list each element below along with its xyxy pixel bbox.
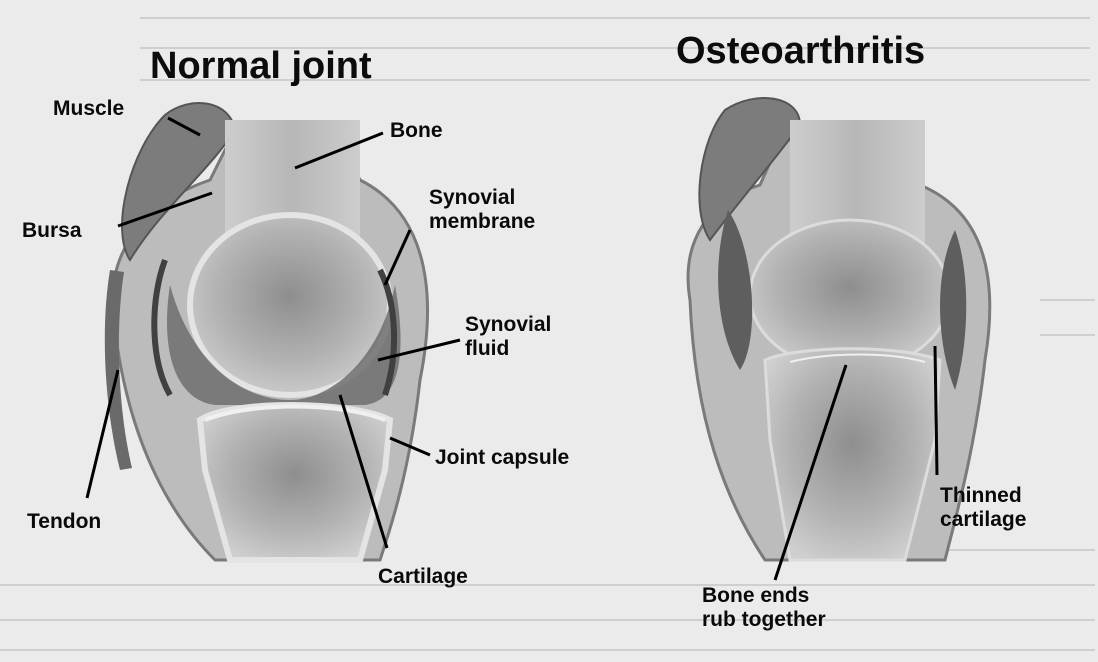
label-bone: Bone <box>390 119 443 143</box>
label-bone-ends-line1: Bone ends <box>702 584 826 608</box>
label-bursa: Bursa <box>22 219 82 243</box>
label-synovial-membrane: Synovial membrane <box>429 186 535 234</box>
label-synovial-membrane-line1: Synovial <box>429 186 535 210</box>
thinned-cartilage-leader <box>935 346 937 475</box>
label-muscle: Muscle <box>53 97 124 121</box>
label-joint-capsule: Joint capsule <box>435 446 569 470</box>
label-thinned-cartilage-line2: cartilage <box>940 508 1026 532</box>
osteoarthritis-title: Osteoarthritis <box>676 32 925 70</box>
label-cartilage: Cartilage <box>378 565 468 589</box>
label-thinned-cartilage-line1: Thinned <box>940 484 1026 508</box>
label-bone-ends-line2: rub together <box>702 608 826 632</box>
label-synovial-fluid-line2: fluid <box>465 337 551 361</box>
label-thinned-cartilage: Thinned cartilage <box>940 484 1026 532</box>
label-synovial-fluid-line1: Synovial <box>465 313 551 337</box>
label-synovial-fluid: Synovial fluid <box>465 313 551 361</box>
normal-joint-drawing <box>105 103 428 560</box>
label-synovial-membrane-line2: membrane <box>429 210 535 234</box>
normal-joint-title: Normal joint <box>150 47 372 85</box>
label-tendon: Tendon <box>27 510 101 534</box>
label-bone-ends-rub: Bone ends rub together <box>702 584 826 632</box>
